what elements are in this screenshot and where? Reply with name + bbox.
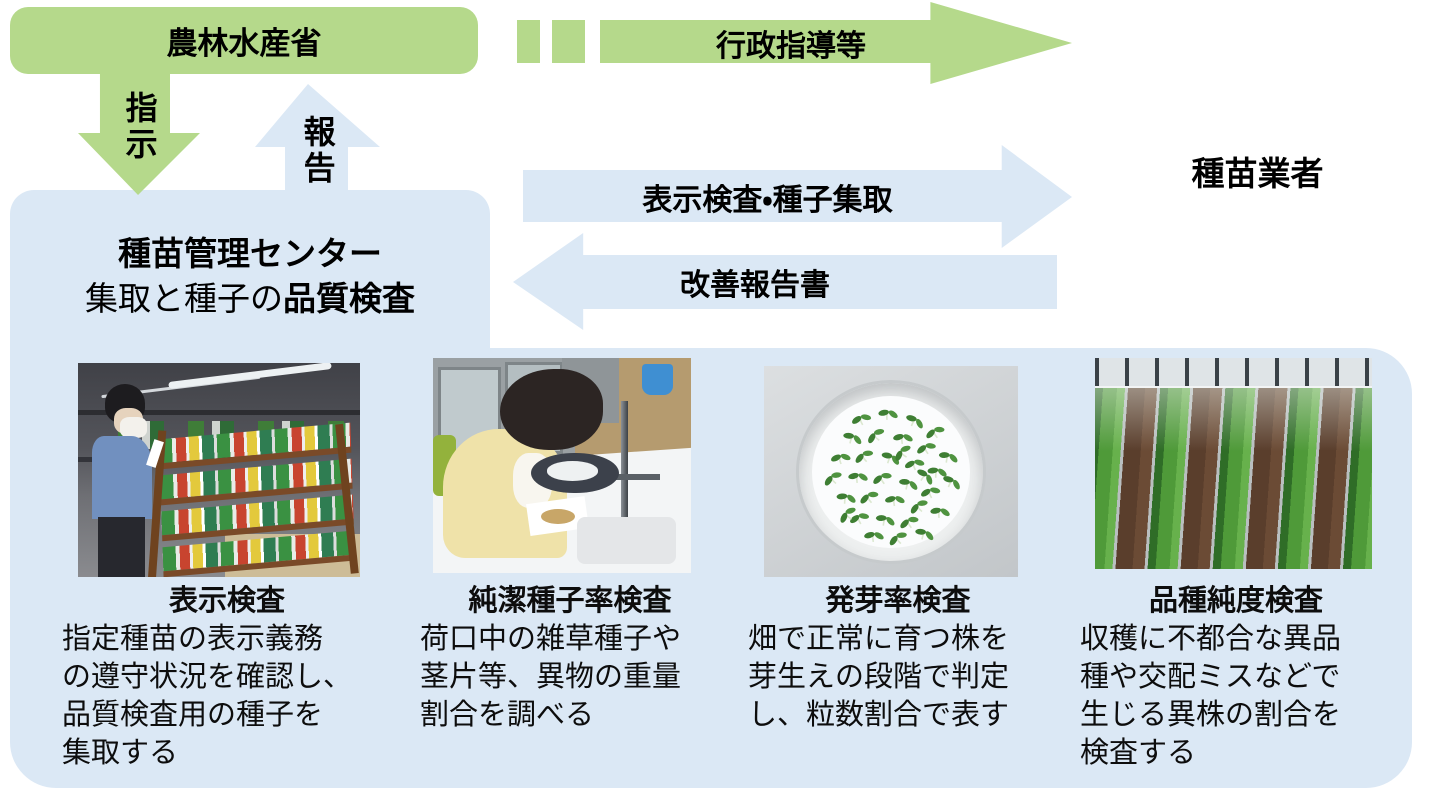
- dealer-box: 種苗業者: [1092, 22, 1423, 320]
- caption-title: 発芽率検査: [825, 585, 971, 617]
- checklist-paper-art: [146, 439, 165, 469]
- report-label: 報告: [299, 115, 336, 187]
- management-center-title: 種苗管理センター: [118, 235, 382, 272]
- instruction-label: 指示: [121, 91, 158, 163]
- seedlings-illustration: [819, 405, 965, 550]
- magnifier-arm-art: [582, 474, 661, 481]
- magnifier-stand-art: [621, 401, 629, 535]
- photo-label-inspection: [78, 363, 360, 577]
- seed-pile-art: [541, 508, 575, 524]
- caption-label-inspection: 表示検査 指定種苗の表示義務 の遵守状況を確認し、 品質検査用の種子を 集取する: [62, 582, 392, 772]
- caption-description: 荷口中の雑草種子や 茎片等、異物の重量 割合を調べる: [420, 623, 682, 731]
- figure-mask-art: [119, 417, 147, 439]
- guidance-arrow-label: 行政指導等: [716, 30, 866, 63]
- management-center-subtitle: 集取と種子の品質検査: [10, 276, 490, 322]
- caption-title: 表示検査: [168, 585, 285, 617]
- guidance-arrow-dash: [517, 20, 540, 63]
- caption-germination-rate: 発芽率検査 畑で正常に育つ株を 芽生えの段階で判定 し、粒数割合で表す: [748, 582, 1048, 734]
- photo-variety-purity-field: [1095, 358, 1372, 569]
- caption-description: 指定種苗の表示義務 の遵守状況を確認し、 品質検査用の種子を 集取する: [62, 623, 353, 769]
- seed-packet-rack-art: [148, 423, 360, 577]
- caption-variety-purity: 品種純度検査 収穫に不都合な異品 種や交配ミスなどで 生じる異株の割合を 検査す…: [1080, 582, 1392, 772]
- magnifier-base-art: [577, 517, 676, 565]
- caption-description: 畑で正常に育つ株を 芽生えの段階で判定 し、粒数割合で表す: [748, 623, 1010, 731]
- depth-haze-art: [1095, 387, 1372, 451]
- caption-title: 品種純度検査: [1148, 585, 1323, 617]
- magnifier-lens-art: [546, 461, 599, 481]
- improvement-report-arrow: 改善報告書: [513, 233, 1057, 330]
- subtitle-prefix: 集取と種子の: [85, 280, 283, 317]
- lettuce-rows-art: [1095, 387, 1372, 569]
- improvement-report-arrow-label: 改善報告書: [680, 268, 830, 302]
- figure-shirt-art: [92, 436, 152, 520]
- photo-pure-seed-examination: [433, 358, 691, 573]
- management-center-box: 種苗管理センター 集取と種子の品質検査: [10, 190, 490, 350]
- shelf-edge-art: [78, 410, 360, 416]
- guidance-arrow-dash: [552, 20, 585, 63]
- photo-germination-test: [764, 366, 1018, 577]
- subtitle-bold: 品質検査: [283, 280, 415, 317]
- caption-pure-seed-rate: 純潔種子率検査 荷口中の雑草種子や 茎片等、異物の重量 割合を調べる: [420, 582, 720, 734]
- dealer-label: 種苗業者: [1191, 155, 1324, 192]
- ministry-label: 農林水産省: [166, 26, 322, 61]
- caption-description: 収穫に不都合な異品 種や交配ミスなどで 生じる異株の割合を 検査する: [1080, 623, 1342, 769]
- inspection-collection-arrow: 表示検査・種子集取: [523, 145, 1072, 248]
- caption-title: 純潔種子率検査: [468, 585, 672, 617]
- greenhouse-art: [1095, 358, 1372, 390]
- inspector-figure-art: [78, 384, 168, 577]
- blue-bucket-art: [641, 364, 673, 395]
- figure-pants-art: [97, 517, 145, 577]
- inspection-collection-arrow-label: 表示検査・種子集取: [642, 183, 893, 217]
- guidance-arrow: 行政指導等: [600, 2, 1072, 84]
- examiner-hair-art: [500, 368, 604, 451]
- ministry-box: 農林水産省: [10, 7, 478, 74]
